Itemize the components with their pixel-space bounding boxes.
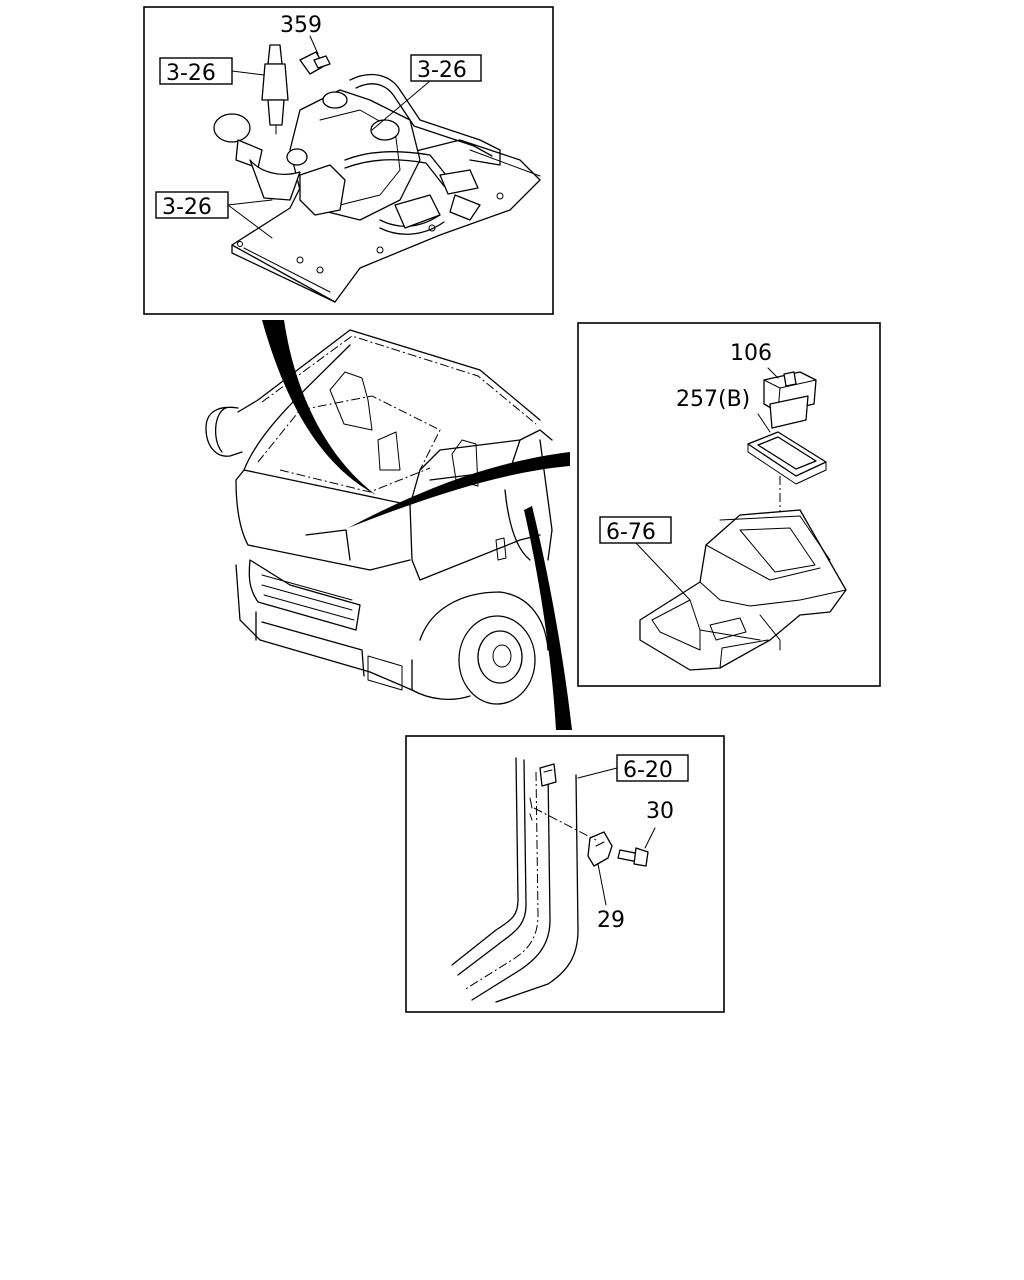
part-number-359: 359	[280, 13, 322, 38]
ref-label-3-26-upper-right: 3-26	[417, 58, 467, 83]
part-number-257-b: 257(B)	[676, 387, 750, 412]
ref-box-6-20	[616, 754, 689, 782]
right-detail-panel: 106 257(B) 6-76	[577, 322, 881, 687]
ref-label-6-20: 6-20	[623, 758, 673, 783]
truck-cab-illustration	[205, 329, 553, 705]
ref-box-6-76	[599, 516, 672, 544]
leader-sweeps	[262, 320, 572, 730]
bottom-detail-panel: 29 30 6-20	[405, 735, 725, 1013]
part-number-106: 106	[730, 341, 772, 366]
ref-label-3-26-lower-left: 3-26	[162, 195, 212, 220]
ref-box-3-26-upper-right	[410, 54, 482, 82]
part-number-29: 29	[597, 908, 625, 933]
top-left-detail-panel: 359 3-26 3-26 3-26	[143, 6, 554, 315]
ref-box-3-26-upper-left	[159, 57, 233, 85]
ref-label-6-76: 6-76	[606, 520, 656, 545]
part-number-30: 30	[646, 799, 674, 824]
ref-label-3-26-upper-left: 3-26	[166, 61, 216, 86]
